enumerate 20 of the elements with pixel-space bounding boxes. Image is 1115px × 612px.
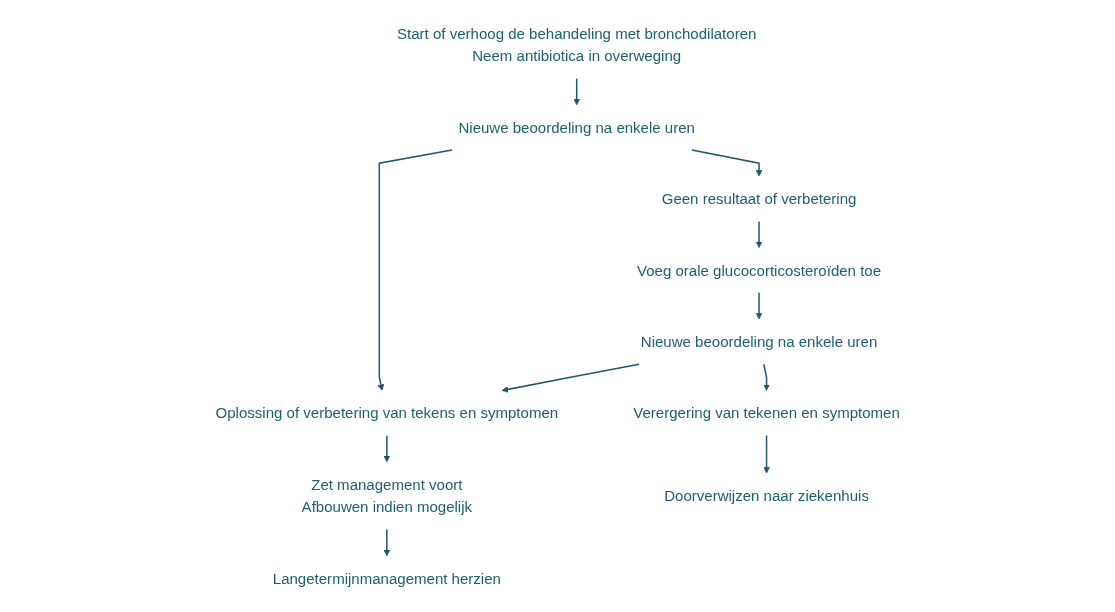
arrow [501, 363, 640, 393]
node-text: Oplossing of verbetering van tekens en symptomen [215, 404, 558, 422]
node-text: Start of verhoog de behandeling met bronchodilatoren Neem antibiotica in overweging [396, 25, 757, 65]
node-text: Geen resultaat of verbetering [661, 190, 857, 208]
node-text: Zet management voort Afbouwen indien mogelijk [301, 476, 472, 516]
arrow [755, 220, 763, 249]
arrow [763, 434, 770, 474]
arrow [383, 528, 390, 557]
arrow [755, 292, 763, 320]
arrow [377, 149, 453, 391]
arrow [383, 434, 390, 463]
node-text: Doorverwijzen naar ziekenhuis [664, 487, 869, 505]
arrow [573, 77, 580, 106]
arrow [690, 149, 763, 177]
node-text: Verergering van tekenen en symptomen [633, 404, 900, 422]
arrow [762, 363, 770, 391]
node-text: Nieuwe beoordeling na enkele uren [640, 333, 878, 350]
node-text: Voeg orale glucocorticosteroïden toe [636, 262, 881, 279]
node-text: Langetermijnmanagement herzien [272, 570, 501, 587]
node-text: Nieuwe beoordeling na enkele uren [458, 119, 695, 136]
